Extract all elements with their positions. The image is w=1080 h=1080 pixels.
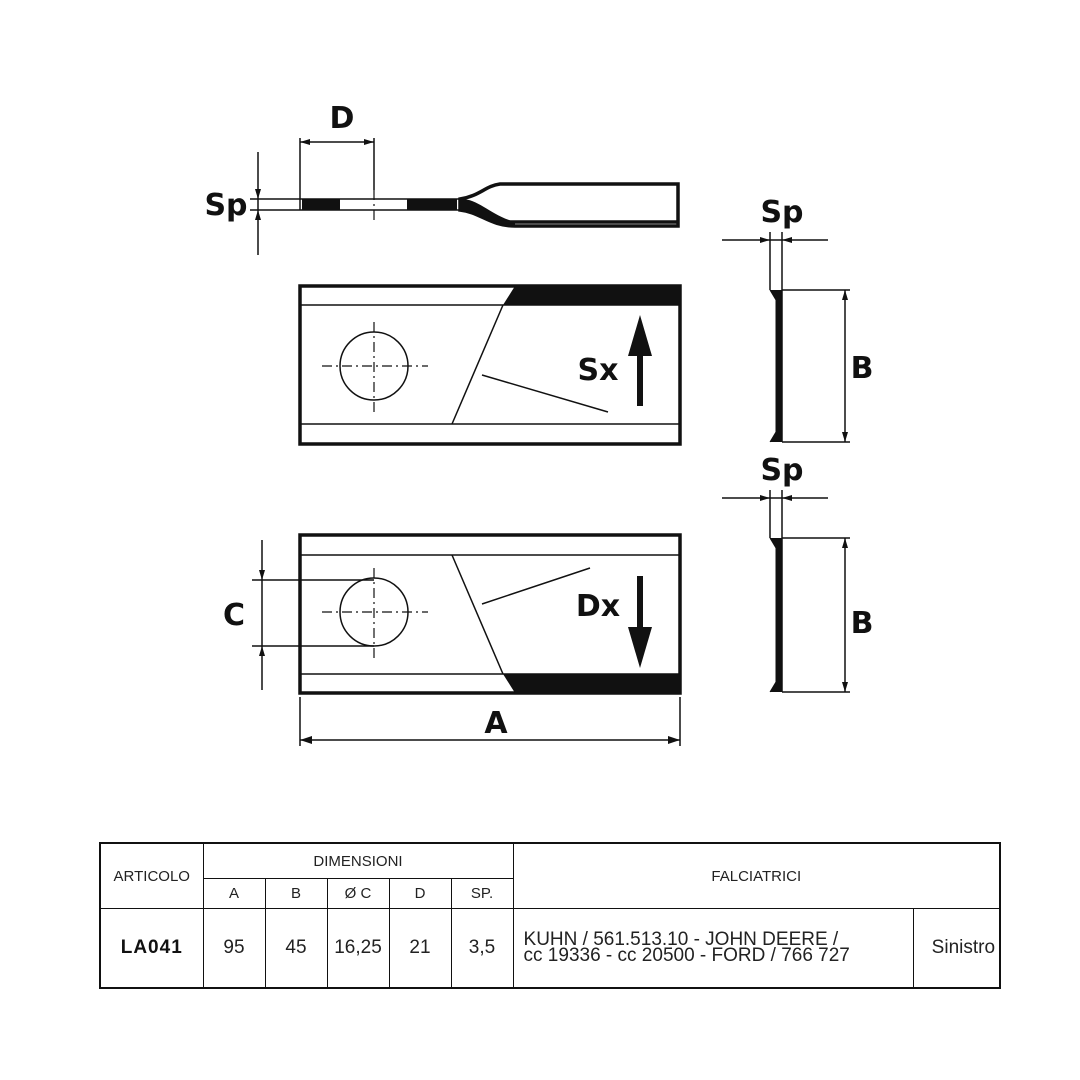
cell-models: KUHN / 561.513.10 - JOHN DEERE / cc 1933… (512, 908, 914, 989)
models-line-1: KUHN / 561.513.10 - JOHN DEERE / (523, 929, 839, 950)
label-sp-right-bottom: Sp (760, 453, 803, 488)
plan-view-sx: Sx (298, 284, 682, 446)
header-b: B (264, 878, 328, 909)
label-a: A (484, 706, 508, 741)
label-b-top: B (851, 351, 874, 386)
header-d: D (388, 878, 452, 909)
header-a: A (202, 878, 266, 909)
header-c: Ø C (326, 878, 390, 909)
label-sp-top: Sp (204, 188, 247, 223)
table-row: LA041 95 45 16,25 21 3,5 KUHN / 561.513.… (99, 908, 1002, 989)
header-falciatrici: FALCIATRICI (512, 842, 1002, 909)
spec-table: ARTICOLO DIMENSIONI FALCIATRICI A B Ø C … (99, 842, 1002, 989)
edge-view-bottom: B Sp (722, 453, 874, 693)
models-line-2: cc 19336 - cc 20500 - FORD / 766 727 (523, 945, 850, 966)
side-profile-view: D Sp (204, 101, 680, 255)
cell-b: 45 (264, 908, 328, 989)
cell-c: 16,25 (326, 908, 390, 989)
label-sx: Sx (578, 353, 619, 388)
cell-side: Sinistro (912, 908, 1002, 989)
header-articolo: ARTICOLO (99, 842, 204, 909)
label-d: D (330, 101, 355, 136)
plan-view-dx: Dx C A (223, 533, 682, 746)
label-sp-right-top: Sp (760, 195, 803, 230)
label-b-bottom: B (851, 606, 874, 641)
label-dx: Dx (576, 589, 620, 624)
cell-d: 21 (388, 908, 452, 989)
cell-a: 95 (202, 908, 266, 989)
cell-articolo: LA041 (99, 908, 204, 989)
cell-sp: 3,5 (450, 908, 514, 989)
header-dimensioni: DIMENSIONI (202, 842, 514, 879)
edge-view-top: B Sp (722, 195, 874, 443)
header-sp: SP. (450, 878, 514, 909)
technical-drawing: D Sp Sx Dx (204, 101, 874, 746)
label-c: C (223, 598, 245, 633)
